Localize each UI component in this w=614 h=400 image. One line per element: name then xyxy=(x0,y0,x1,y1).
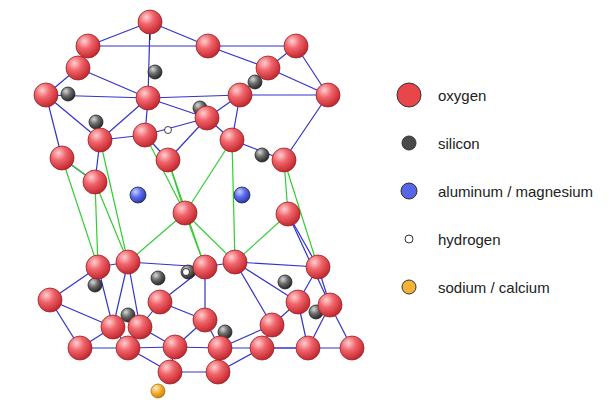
bond-line xyxy=(168,160,205,267)
oxygen-atom xyxy=(158,360,182,384)
aluminum-atom xyxy=(130,187,146,203)
oxygen-atom xyxy=(206,360,230,384)
legend-label: hydrogen xyxy=(438,231,501,248)
bond-line xyxy=(208,45,296,46)
legend-row: oxygen xyxy=(392,71,593,119)
oxygen-atom xyxy=(101,315,125,339)
legend-row: hydrogen xyxy=(392,215,593,263)
oxygen-atom xyxy=(138,10,162,34)
legend-swatch-box xyxy=(392,270,426,304)
legend-row: aluminum / magnesium xyxy=(392,167,593,215)
legend-swatch xyxy=(401,183,417,199)
oxygen-atom xyxy=(133,123,157,147)
oxygen-atom xyxy=(316,83,340,107)
legend-swatch xyxy=(397,83,421,107)
oxygen-atom xyxy=(318,293,342,317)
legend: oxygen silicon aluminum / magnesium hydroge… xyxy=(392,71,593,311)
bond-line xyxy=(95,182,128,262)
oxygen-atom xyxy=(193,255,217,279)
oxygen-atom xyxy=(163,335,187,359)
silicon-atom xyxy=(278,275,292,289)
oxygen-atom xyxy=(34,83,58,107)
oxygen-atom xyxy=(193,308,217,332)
legend-row: sodium / calcium xyxy=(392,263,593,311)
bond-line xyxy=(185,140,232,213)
silicon-atom xyxy=(151,271,165,285)
bond-line xyxy=(95,182,98,267)
silicon-atom xyxy=(255,148,269,162)
legend-swatch-box xyxy=(392,222,426,256)
oxygen-atom xyxy=(148,290,172,314)
oxygen-atom xyxy=(306,255,330,279)
hydrogen-atom xyxy=(183,269,190,276)
legend-swatch-box xyxy=(392,78,426,112)
oxygen-atom xyxy=(276,202,300,226)
oxygen-atom xyxy=(256,56,280,80)
oxygen-atom xyxy=(128,315,152,339)
oxygen-atom xyxy=(136,86,160,110)
legend-swatch xyxy=(402,280,416,294)
oxygen-atom xyxy=(173,201,197,225)
aluminum-atom xyxy=(234,187,250,203)
oxygen-atom xyxy=(220,128,244,152)
legend-swatch xyxy=(402,136,416,150)
oxygen-atom xyxy=(260,313,284,337)
oxygen-atom xyxy=(66,56,90,80)
oxygen-atom xyxy=(196,34,220,58)
silicon-atom xyxy=(89,115,103,129)
bond-line xyxy=(88,45,208,46)
oxygen-atom xyxy=(38,288,62,312)
oxygen-atom xyxy=(195,106,219,130)
oxygen-atom xyxy=(272,148,296,172)
oxygen-atom xyxy=(223,250,247,274)
hydrogen-atom xyxy=(165,127,172,134)
bond-line xyxy=(240,94,328,95)
oxygen-atom xyxy=(68,336,92,360)
bond-line xyxy=(100,140,128,262)
oxygen-atom xyxy=(116,336,140,360)
oxygen-atom xyxy=(116,250,140,274)
legend-swatch-box xyxy=(392,126,426,160)
oxygen-atom xyxy=(83,170,107,194)
oxygen-atom xyxy=(284,34,308,58)
oxygen-atom xyxy=(86,255,110,279)
oxygen-atom xyxy=(340,336,364,360)
silicon-atom xyxy=(148,65,162,79)
silicon-atom xyxy=(88,278,102,292)
oxygen-atom xyxy=(250,336,274,360)
oxygen-atom xyxy=(228,83,252,107)
oxygen-atom xyxy=(286,290,310,314)
legend-swatch xyxy=(405,235,413,243)
oxygen-atom xyxy=(50,146,74,170)
bond-line xyxy=(232,140,235,262)
legend-row: silicon xyxy=(392,119,593,167)
bond-line xyxy=(145,135,185,213)
legend-swatch-box xyxy=(392,174,426,208)
oxygen-atom xyxy=(296,336,320,360)
silicon-atom xyxy=(61,87,75,101)
legend-label: aluminum / magnesium xyxy=(438,183,593,200)
oxygen-atom xyxy=(156,148,180,172)
oxygen-atom xyxy=(76,34,100,58)
bond-line xyxy=(148,95,240,98)
legend-label: silicon xyxy=(438,135,480,152)
bond-line xyxy=(235,262,318,267)
oxygen-atom xyxy=(88,128,112,152)
legend-label: oxygen xyxy=(438,87,486,104)
sodium-atom xyxy=(151,384,165,398)
oxygen-atom xyxy=(208,336,232,360)
legend-label: sodium / calcium xyxy=(438,279,550,296)
